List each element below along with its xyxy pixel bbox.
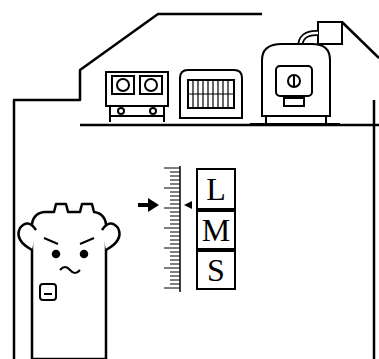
size-box: M (196, 210, 236, 250)
level-scale (138, 166, 192, 292)
gas-stove (106, 72, 168, 122)
house-outline (14, 14, 379, 359)
water-heater (250, 22, 342, 124)
size-letter: S (207, 254, 225, 286)
size-box: S (196, 250, 236, 290)
size-box: L (196, 168, 236, 210)
mascot (19, 204, 120, 359)
size-letter: L (206, 173, 226, 205)
size-letter: M (202, 214, 230, 246)
space-heater (180, 70, 242, 118)
